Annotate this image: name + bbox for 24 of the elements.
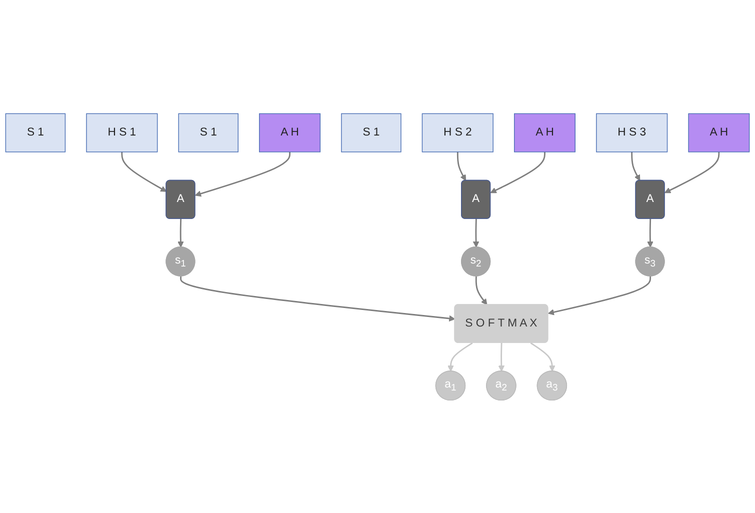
arrow bbox=[472, 218, 480, 248]
arrow bbox=[194, 152, 290, 196]
arrow bbox=[475, 276, 488, 305]
arrow bbox=[664, 152, 720, 193]
arrow bbox=[490, 152, 546, 193]
node-box: S 1 bbox=[5, 112, 66, 152]
arrow bbox=[548, 276, 652, 315]
node-box: S 1 bbox=[341, 112, 402, 152]
arrow bbox=[631, 152, 640, 180]
arrow bbox=[121, 152, 167, 192]
node-box: S 1 bbox=[178, 112, 238, 152]
arrow bbox=[456, 152, 466, 180]
node-box: A H bbox=[514, 112, 576, 152]
node-box: A H bbox=[259, 112, 321, 152]
node-box: H S 2 bbox=[422, 112, 494, 152]
node-box: H S 1 bbox=[86, 112, 158, 152]
arrow bbox=[448, 342, 473, 372]
arrow bbox=[530, 342, 556, 372]
arrow bbox=[647, 218, 654, 248]
node-box: H S 3 bbox=[596, 112, 668, 152]
arrow bbox=[180, 276, 456, 322]
arrow bbox=[178, 218, 184, 248]
arrow bbox=[498, 342, 505, 372]
node-box: A H bbox=[688, 112, 750, 152]
